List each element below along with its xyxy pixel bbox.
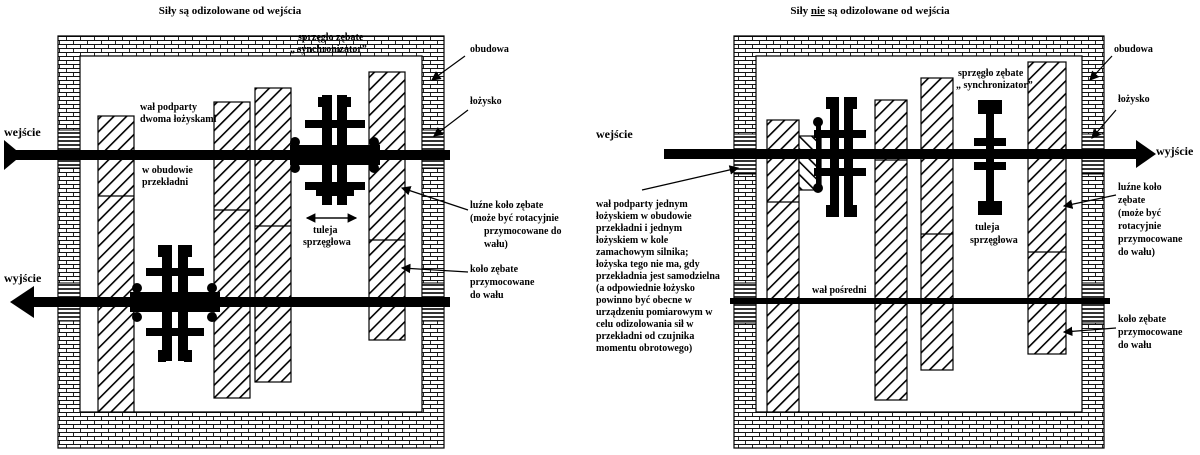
svg-text:luźne koło: luźne koło — [1118, 182, 1162, 193]
left-loose-gear-1: luźne koło zębate — [470, 200, 544, 211]
right-leaders — [641, 55, 1117, 337]
right-input-shaft — [664, 149, 1140, 159]
left-sleeve-label-2: sprzęgłowa — [303, 237, 351, 248]
svg-text:zamachowym silnika;: zamachowym silnika; — [596, 247, 689, 258]
right-sleeve-label-1: tuleja — [975, 222, 999, 233]
right-synchronizer-2 — [974, 100, 1006, 215]
svg-text:(może być: (może być — [1118, 208, 1162, 219]
right-gear-3 — [920, 77, 954, 371]
left-fixed-gear-3: do wału — [470, 290, 504, 301]
left-bearing-label: łożysko — [470, 96, 502, 107]
svg-text:rotacyjnie: rotacyjnie — [1118, 221, 1162, 232]
svg-text:momentu obrotowego): momentu obrotowego) — [596, 343, 692, 354]
left-gear-input-loose — [97, 115, 135, 413]
left-sleeve-label-1: tuleja — [313, 225, 337, 236]
left-housing-note-2: przekładni — [142, 177, 188, 188]
right-output-arrow — [1136, 140, 1156, 168]
left-loose-gear-3: przymocowane do — [484, 226, 562, 237]
svg-text:łożyska tego nie ma, gdy: łożyska tego nie ma, gdy — [596, 259, 700, 270]
svg-text:urządzeniu pomiarowym w: urządzeniu pomiarowym w — [596, 307, 713, 318]
right-coupling-label-2: „ synchronizator” — [956, 80, 1033, 91]
right-input-label: wejście — [596, 127, 633, 141]
left-output-shaft — [30, 297, 450, 307]
right-loose-gear-label: luźne koło zębate (może być rotacyjnie p… — [1118, 182, 1183, 258]
right-counter-shaft — [730, 298, 1110, 304]
left-coupling-label-1: sprzęgło zębate — [298, 32, 364, 43]
left-gear-3 — [254, 87, 292, 383]
left-bearing-input-1 — [57, 129, 81, 169]
left-shaft-label-1: wał podparty — [140, 102, 197, 113]
left-output-label: wyjście — [4, 271, 42, 285]
left-loose-gear-4: wału) — [484, 239, 508, 250]
right-bearing-label: łożysko — [1118, 94, 1150, 105]
left-synchronizer-output — [130, 245, 220, 362]
right-synchronizer-1 — [813, 97, 866, 217]
left-input-shaft — [10, 150, 450, 160]
right-shaft-note: wał podparty jednym łożyskiem w obudowie… — [596, 199, 720, 354]
svg-text:łożyskiem w kole: łożyskiem w kole — [596, 235, 669, 246]
svg-text:do wału: do wału — [1118, 340, 1152, 351]
right-output-label: wyjście — [1156, 144, 1194, 158]
left-fixed-gear-2: przymocowane — [470, 277, 535, 288]
svg-text:przymocowane: przymocowane — [1118, 234, 1183, 245]
left-loose-gear-2: (może być rotacyjnie — [470, 213, 559, 224]
right-gear-2 — [874, 99, 908, 401]
left-fixed-gear-1: koło zębate — [470, 264, 519, 275]
svg-text:przekładni i jednym: przekładni i jednym — [596, 223, 683, 234]
left-bearing-input-2 — [421, 129, 445, 169]
left-diagram: Siły są odizolowane od wejścia — [4, 5, 562, 449]
right-title: Siły nie są odizolowane od wejścia — [790, 5, 950, 17]
left-input-arrow — [4, 140, 22, 170]
svg-text:powinno być obecne w: powinno być obecne w — [596, 295, 693, 306]
svg-text:koło zębate: koło zębate — [1118, 314, 1167, 325]
right-diagram: Siły nie są odizolowane od wejścia — [596, 5, 1194, 449]
svg-text:przymocowane: przymocowane — [1118, 327, 1183, 338]
left-synchronizer-input — [290, 95, 380, 205]
left-input-label: wejście — [4, 125, 41, 139]
left-gear-4 — [368, 71, 406, 341]
svg-text:przekładnia jest samodzielna: przekładnia jest samodzielna — [596, 271, 720, 282]
right-gear-1 — [766, 119, 800, 413]
left-title: Siły są odizolowane od wejścia — [159, 5, 302, 17]
right-fixed-gear-label: koło zębate przymocowane do wału — [1118, 314, 1183, 351]
left-shaft-label-2: dwoma łożyskami — [140, 114, 217, 125]
right-housing-label: obudowa — [1114, 44, 1153, 55]
left-coupling-label-2: „ synchronizator” — [290, 44, 367, 55]
svg-text:przekładni od czujnika: przekładni od czujnika — [596, 331, 694, 342]
left-output-arrow — [10, 286, 34, 318]
svg-text:wał podparty jednym: wał podparty jednym — [596, 199, 688, 210]
svg-text:celu odizolowania sił w: celu odizolowania sił w — [596, 319, 694, 330]
right-coupling-label-1: sprzęgło zębate — [958, 68, 1024, 79]
svg-text:do wału): do wału) — [1118, 247, 1155, 258]
left-leaders — [400, 55, 469, 274]
left-gear-2 — [213, 101, 251, 399]
right-gear-4 — [1027, 61, 1067, 355]
right-counter-shaft-label: wał pośredni — [812, 285, 867, 296]
left-housing-label: obudowa — [470, 44, 509, 55]
svg-text:(a odpowiednie łożysko: (a odpowiednie łożysko — [596, 283, 695, 294]
left-housing-note-1: w obudowie — [142, 165, 193, 176]
svg-text:zębate: zębate — [1118, 195, 1146, 206]
svg-text:łożyskiem w obudowie: łożyskiem w obudowie — [596, 211, 692, 222]
right-sleeve-label-2: sprzęgłowa — [970, 235, 1018, 246]
